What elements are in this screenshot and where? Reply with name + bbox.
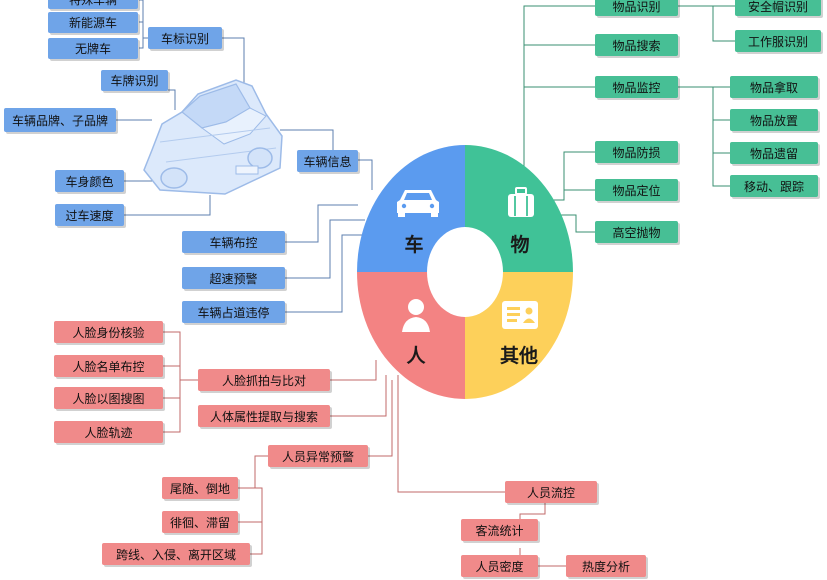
connector — [678, 5, 735, 42]
node-intrude[interactable]: 跨线、入侵、离开区域 — [102, 543, 250, 565]
node-object-locate[interactable]: 物品定位 — [595, 179, 678, 201]
node-no-plate-vehicle[interactable]: 无牌车 — [48, 38, 138, 59]
connector — [254, 455, 268, 488]
node-face-capture[interactable]: 人脸抓拍与比对 — [198, 369, 330, 391]
connector — [285, 204, 358, 243]
segment-other — [465, 272, 573, 399]
node-people-flow[interactable]: 人员流控 — [505, 481, 597, 503]
node-vehicle-logo[interactable]: 车标识别 — [148, 27, 222, 49]
center-hole — [427, 227, 503, 317]
node-face-verify[interactable]: 人脸身份核验 — [54, 321, 163, 343]
node-body-attribute[interactable]: 人体属性提取与搜索 — [198, 405, 330, 427]
node-plate-recognition[interactable]: 车牌识别 — [101, 70, 168, 91]
node-passenger-count[interactable]: 客流统计 — [461, 519, 538, 541]
segment-label-car: 车 — [404, 233, 423, 256]
connector — [285, 219, 365, 279]
person-icon — [402, 299, 430, 332]
center-wheel: 车 物 人 其他 — [357, 145, 573, 399]
connector — [139, 0, 144, 38]
luggage-icon — [508, 187, 534, 217]
connector — [280, 129, 334, 150]
node-vehicle-info[interactable]: 车辆信息 — [297, 150, 358, 172]
node-linger[interactable]: 徘徊、滞留 — [162, 511, 238, 533]
connector — [678, 86, 730, 187]
node-high-throw[interactable]: 高空抛物 — [595, 221, 678, 243]
connector — [163, 331, 181, 433]
connector — [330, 360, 377, 381]
node-vehicle-speed[interactable]: 过车速度 — [55, 204, 124, 226]
node-object-search[interactable]: 物品搜索 — [595, 34, 678, 56]
node-vehicle-color[interactable]: 车身颜色 — [55, 170, 124, 192]
connector — [222, 37, 245, 90]
connector — [330, 375, 387, 417]
node-face-search[interactable]: 人脸以图搜图 — [54, 387, 163, 409]
connector — [358, 159, 373, 190]
node-special-vehicle[interactable]: 特殊车辆 — [48, 0, 138, 9]
node-move-track[interactable]: 移动、跟踪 — [730, 175, 818, 197]
segment-label-object: 物 — [510, 233, 529, 256]
connector — [523, 5, 595, 195]
node-object-monitor[interactable]: 物品监控 — [595, 76, 678, 98]
node-heat-analysis[interactable]: 热度分析 — [566, 555, 646, 577]
connector — [139, 37, 148, 49]
connector — [124, 195, 211, 216]
id-card-icon — [502, 301, 538, 329]
node-face-list[interactable]: 人脸名单布控 — [54, 355, 163, 377]
node-object-recognition[interactable]: 物品识别 — [595, 0, 678, 16]
object-connectors — [523, 5, 735, 233]
node-vehicle-brand[interactable]: 车辆品牌、子品牌 — [4, 108, 116, 132]
node-object-take[interactable]: 物品拿取 — [730, 76, 818, 98]
node-uniform-recognition[interactable]: 工作服识别 — [735, 30, 821, 52]
segment-person — [357, 272, 465, 399]
node-helmet-recognition[interactable]: 安全帽识别 — [735, 0, 821, 16]
connector — [560, 214, 595, 233]
connector — [168, 89, 176, 110]
node-face-track[interactable]: 人脸轨迹 — [54, 421, 163, 443]
node-overspeed-warning[interactable]: 超速预警 — [182, 267, 285, 289]
connector — [285, 234, 368, 313]
node-object-damage[interactable]: 物品防损 — [595, 141, 678, 163]
node-people-density[interactable]: 人员密度 — [461, 555, 538, 577]
node-abnormal-warning[interactable]: 人员异常预警 — [268, 445, 368, 467]
car-illustration — [143, 79, 283, 195]
segment-label-person: 人 — [406, 345, 426, 367]
node-vehicle-deploy[interactable]: 车辆布控 — [182, 231, 285, 253]
connector — [238, 487, 263, 555]
node-lane-parking[interactable]: 车辆占道违停 — [182, 301, 285, 323]
node-new-energy-vehicle[interactable]: 新能源车 — [48, 12, 138, 33]
node-tailgate-fall[interactable]: 尾随、倒地 — [162, 477, 238, 499]
connector — [397, 375, 505, 493]
segment-label-other: 其他 — [500, 344, 538, 367]
node-object-leave[interactable]: 物品遗留 — [730, 142, 818, 164]
node-object-place[interactable]: 物品放置 — [730, 109, 818, 131]
person-connectors — [163, 331, 566, 567]
connector — [368, 380, 393, 457]
car-icon — [397, 190, 439, 217]
